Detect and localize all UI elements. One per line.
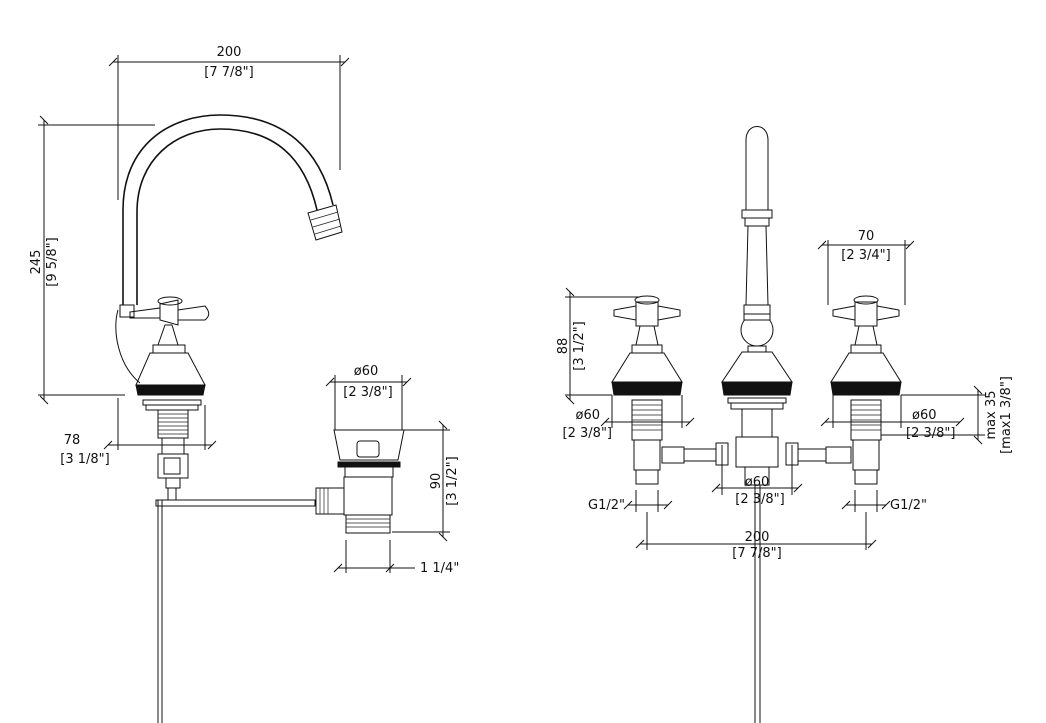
center-diameter-mm: ø60	[745, 475, 770, 490]
dimension-handle-spread: 200 [7 7/8"]	[635, 512, 877, 561]
left-valve-diameter-mm: ø60	[576, 408, 601, 423]
faucet-body-side	[115, 296, 210, 396]
drain-height-in: [3 1/2"]	[445, 456, 460, 505]
base-width-mm: 78	[64, 433, 81, 448]
side-elevation-view: 200 [7 7/8"] 245 [9 5/8"]	[29, 45, 460, 723]
dimension-drain-height: 90 [3 1/2"]	[392, 420, 460, 542]
dimension-overall-height: 245 [9 5/8"]	[29, 115, 155, 405]
center-spout	[721, 126, 793, 396]
dimension-max-deck: max 35 [max1 3/8"]	[881, 376, 1014, 454]
base-width-in: [3 1/8"]	[60, 452, 109, 467]
right-shank	[850, 399, 882, 485]
left-handle-valve	[611, 295, 683, 396]
drain-diameter-in: [2 3/8"]	[343, 385, 392, 400]
spread-mm: 200	[745, 530, 770, 545]
dimension-thread-left: G1/2"	[588, 490, 673, 513]
dimension-center-diameter: ø60 [2 3/8"]	[711, 445, 803, 507]
front-elevation-view: 88 [3 1/2"] 70 [2 3/4"] ø60 [2 3/8"] ø60…	[556, 126, 1014, 723]
dimension-drain-diameter: ø60 [2 3/8"]	[325, 364, 412, 430]
drain-thread-size: 1 1/4"	[420, 561, 459, 576]
right-valve-diameter-in: [2 3/8"]	[906, 426, 955, 441]
right-handle-valve	[830, 295, 902, 396]
mount-shank-side	[142, 399, 202, 500]
handle-width-in: [2 3/4"]	[841, 248, 890, 263]
drain-height-mm: 90	[429, 473, 444, 490]
spout-reach-mm: 200	[217, 45, 242, 60]
left-shank	[631, 399, 663, 485]
left-valve-diameter-in: [2 3/8"]	[563, 426, 612, 441]
max-deck-in: [max1 3/8"]	[999, 376, 1014, 454]
max-deck-mm: max 35	[984, 391, 999, 440]
spout-reach-in: [7 7/8"]	[204, 65, 253, 80]
dimension-handle-height: 88 [3 1/2"]	[556, 287, 640, 405]
handle-height-in: [3 1/2"]	[572, 321, 587, 370]
dimension-base-width: 78 [3 1/8"]	[60, 398, 217, 467]
dimension-spout-reach: 200 [7 7/8"]	[108, 45, 350, 200]
drain-diameter-mm: ø60	[354, 364, 379, 379]
popup-drain	[315, 429, 405, 534]
dimension-right-valve-diameter: ø60 [2 3/8"]	[820, 395, 965, 441]
handle-height-mm: 88	[556, 338, 571, 355]
spout-gooseneck	[122, 114, 343, 305]
height-in: [9 5/8"]	[45, 237, 60, 286]
left-thread-size: G1/2"	[588, 498, 625, 513]
center-diameter-in: [2 3/8"]	[735, 492, 784, 507]
right-thread-size: G1/2"	[890, 498, 927, 513]
dimension-drain-thread: 1 1/4"	[333, 540, 459, 576]
height-mm: 245	[29, 250, 44, 275]
popup-rod	[155, 499, 316, 723]
dimension-handle-width: 70 [2 3/4"]	[817, 229, 915, 305]
right-valve-diameter-mm: ø60	[912, 408, 937, 423]
dimension-thread-right: G1/2"	[841, 490, 927, 513]
spread-in: [7 7/8"]	[732, 546, 781, 561]
handle-width-mm: 70	[858, 229, 875, 244]
dimension-left-valve-diameter: ø60 [2 3/8"]	[563, 395, 695, 441]
